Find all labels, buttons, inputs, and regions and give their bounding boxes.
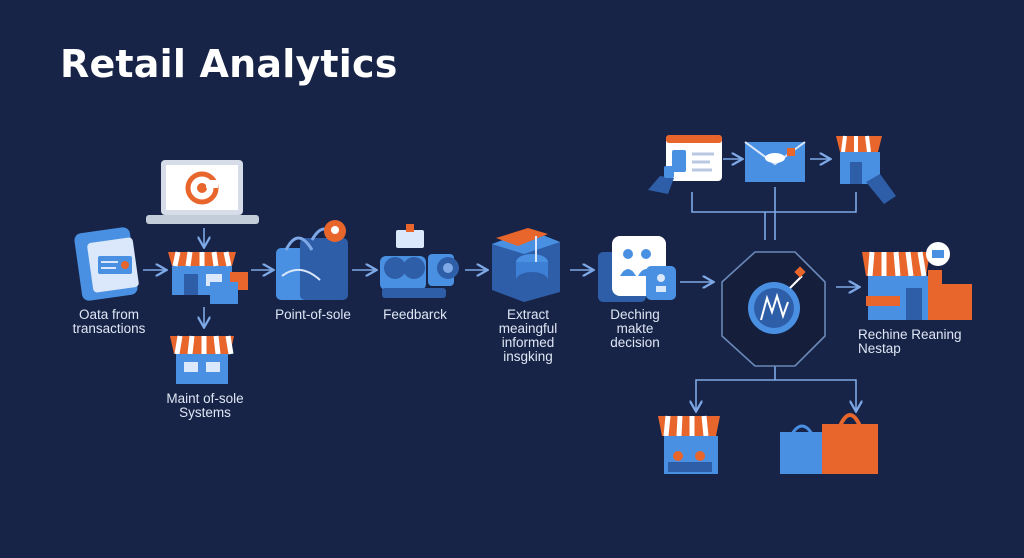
shopping-bags-icon: [276, 227, 348, 300]
label-point-of-sole: Point-of-sole: [275, 307, 351, 322]
team-decision-icon: [598, 236, 676, 302]
storefront-icon: [168, 251, 248, 304]
bottom-branch-line: [695, 379, 857, 398]
bottom-shopping-bags-icon: [780, 413, 878, 474]
label-data-from-transactions: Oata from transactions: [72, 307, 146, 336]
shop-icon: [836, 135, 896, 204]
bottom-storefront-icon: [658, 415, 720, 474]
label-extract: Extract meaingful informed insgking: [498, 307, 558, 364]
data-processing-icon: [492, 228, 560, 302]
hand-icon: [648, 166, 674, 194]
label-recheine-reaning: Rechine Reaning Nestap: [858, 327, 962, 356]
laptop-icon: [146, 160, 259, 224]
location-pin-icon: [324, 220, 346, 242]
systems-storefront-icon: [170, 335, 234, 384]
browser-icon: [666, 135, 722, 181]
top-branch-line: [691, 192, 857, 213]
recheine-storefront-icon: [862, 242, 972, 320]
feedback-machine-icon: [380, 224, 459, 298]
page-title: Retail Analytics: [60, 42, 398, 86]
label-maint-of-sole-systems: Maint of-sole Systems: [166, 391, 244, 420]
transaction-document-icon: [74, 227, 139, 301]
label-feedback: Feedbarck: [383, 307, 447, 322]
analytics-hub-icon: [721, 251, 826, 367]
connectors: [143, 159, 858, 410]
label-decision: Deching makte decision: [610, 307, 660, 350]
email-icon: [744, 141, 806, 182]
